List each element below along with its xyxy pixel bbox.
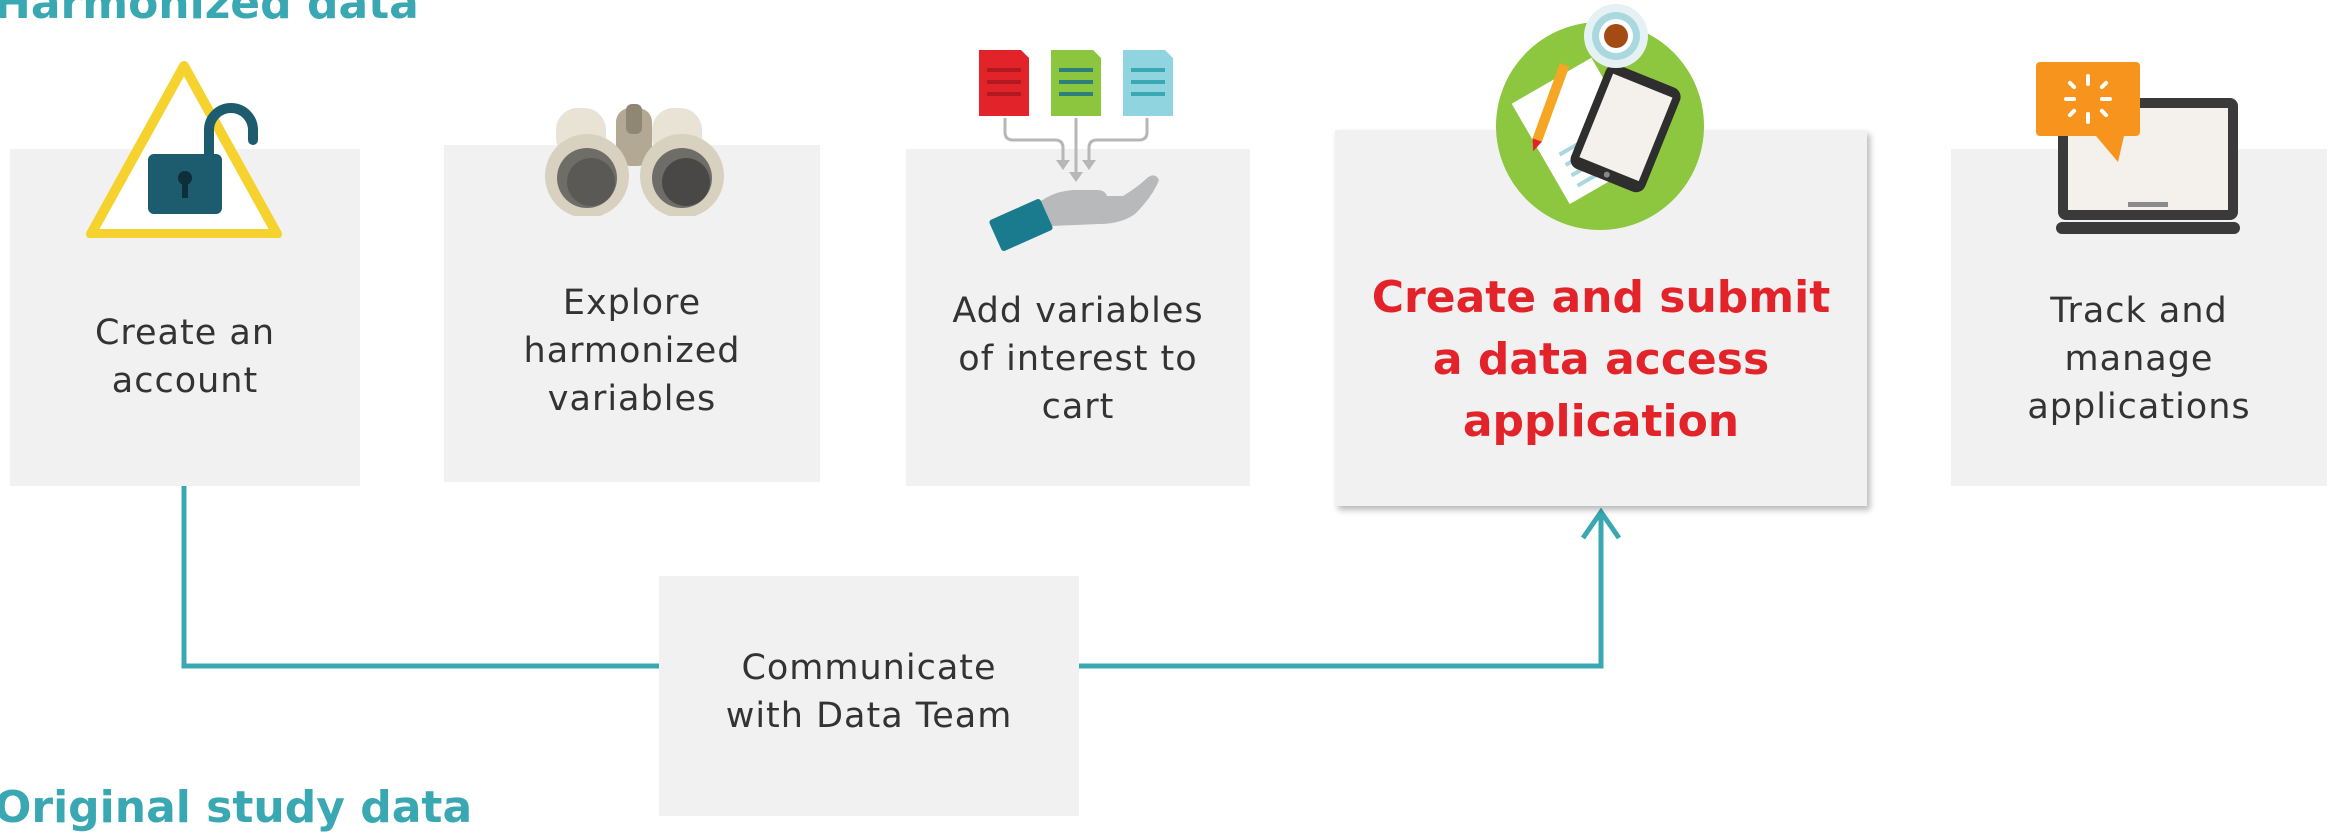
step-create-account-label: Create an account — [94, 313, 276, 401]
connector-from-create-account — [181, 486, 659, 669]
arrow-head-up — [1580, 507, 1622, 540]
step-track-applications-label: Track and manage applications — [2027, 291, 2251, 427]
laptop-loading-icon — [2036, 62, 2240, 234]
connector-lines — [181, 486, 1622, 669]
step-submit-application-label: Create and submit a data access applicat… — [1371, 272, 1831, 447]
communicate-data-team: Communicate with Data Team — [659, 576, 1079, 816]
documents-to-hand-icon — [979, 50, 1173, 251]
document-green — [1051, 50, 1101, 116]
step-explore-variables-label: Explore harmonized variables — [523, 283, 741, 419]
lock-warning-icon — [86, 61, 282, 238]
tablet-coffee-icon — [1496, 4, 1704, 230]
harmonized-data-heading: Harmonized data — [0, 0, 419, 29]
loading-spinner — [2064, 74, 2112, 124]
step-explore-variables: Explore harmonized variables — [444, 145, 820, 482]
connector-to-data-access — [1079, 512, 1604, 669]
step-track-applications: Track and manage applications — [1951, 149, 2327, 486]
document-red — [979, 50, 1029, 116]
communicate-data-team-label: Communicate with Data Team — [725, 648, 1013, 736]
step-add-to-cart-label: Add variables of interest to cart — [952, 291, 1204, 427]
binoculars-icon — [545, 104, 724, 216]
document-cyan — [1123, 50, 1173, 116]
